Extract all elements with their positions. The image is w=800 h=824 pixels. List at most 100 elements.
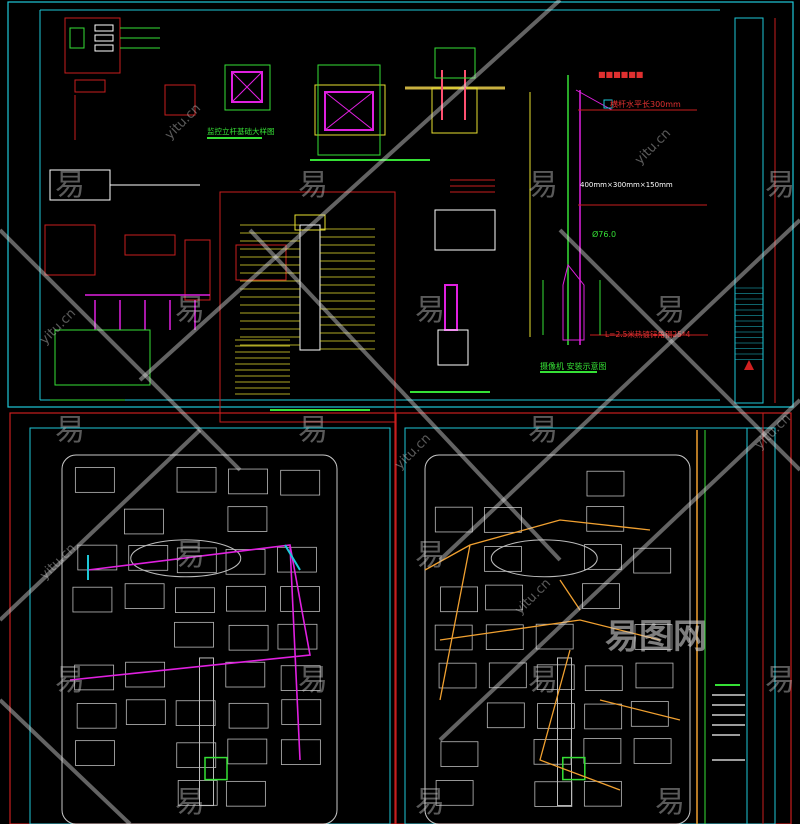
building-block [440,741,479,767]
watermark-glyph: 易 [175,785,205,820]
building-block [630,701,669,727]
building-block [176,742,217,768]
building-block [280,665,321,691]
building-block [124,508,164,535]
building-block [281,699,322,725]
title-block [734,17,764,404]
central-axis [199,657,214,807]
site-boundary [424,454,691,824]
foundation-details [207,47,505,161]
building-block [633,738,672,764]
cable-route-right [424,519,681,791]
plaza [562,756,586,781]
watermark-glyph: 易 [55,413,85,448]
bottom-sheets [9,412,792,824]
building-block [124,583,165,609]
building-block [438,662,477,689]
building-block [537,703,575,729]
lake [130,539,242,578]
title-block-rows [735,287,763,360]
building-block [74,664,115,691]
building-block [583,738,622,764]
building-block [276,546,317,573]
watermark-glyph: 易 [528,168,558,203]
building-block [485,624,524,650]
building-block [72,586,113,613]
site-plan-right [424,454,691,824]
building-block [582,583,620,609]
pole-wiring-detail [219,191,396,423]
plaza [204,756,228,781]
company-logo-icon [744,360,754,370]
building-block [584,703,623,730]
watermark-glyph: 易 [175,293,205,328]
building-block [486,702,525,729]
watermark-glyph: 易 [528,413,558,448]
system-schematic [44,17,211,401]
building-block [128,545,169,571]
building-block [635,662,674,689]
building-block [225,661,266,688]
site-plan-right-border [395,412,792,824]
watermark-glyph: 易 [415,785,445,820]
ground-rod-label: L=2.5米热镀锌角钢25*4 [605,329,691,339]
building-block [586,470,625,497]
watermark-glyph: 易 [528,663,558,698]
camera-install-title: 摄像机 安装示意图 [540,361,607,371]
building-block [227,506,268,532]
watermark-glyph: 易 [298,663,328,698]
central-axis [557,657,572,807]
building-block [75,740,115,766]
building-block [434,624,473,651]
building-block [586,506,625,532]
building-block [74,467,115,493]
watermark-glyph: 易 [298,168,328,203]
watermark-site: yitu.cn [37,306,79,348]
cable-route-left [69,544,311,761]
building-block [227,738,268,765]
building-block [277,623,318,650]
box-detail [410,179,496,393]
watermark-glyph: 易 [655,785,685,820]
building-block [633,547,672,574]
watermark-site: yitu.cn [392,431,434,473]
site-plan-left-border [9,412,396,824]
building-block [435,780,474,806]
watermark-glyph: 易 [765,168,795,203]
box-size-label: 400mm×300mm×150mm [580,181,673,189]
watermark-glyph: 易 [655,293,685,328]
building-block [485,584,524,611]
building-block [176,547,217,574]
building-block [175,700,216,726]
watermark-glyph: 易 [55,168,85,203]
top-sheet-border [7,1,794,408]
watermark-site: yitu.cn [512,576,554,618]
building-block [175,587,215,613]
site-plan-left [61,454,338,824]
lake [490,539,598,578]
building-block [280,469,321,496]
building-block [584,665,623,692]
watermark-glyph: 易 [415,538,445,573]
building-block [77,544,118,571]
building-block [484,546,522,572]
building-block [534,781,573,807]
building-block [434,506,473,533]
watermark-site: yitu.cn [752,411,794,453]
building-block [536,664,575,691]
watermark-glyph: 易 [415,293,445,328]
building-block [226,585,266,612]
watermark-glyph: 易 [175,538,205,573]
camera-pole-detail [529,75,708,373]
building-block [177,780,218,806]
watermark-site: yitu.cn [632,126,674,168]
top-sheet: ■■■■■■ 横杆水平长300mm 400mm×300mm×150mm Ø76.… [7,1,794,423]
building-block [584,544,622,570]
building-block [228,468,268,495]
building-block [174,621,214,648]
lightning-rod-label: ■■■■■■ [598,70,643,79]
watermark-glyph: 易 [298,413,328,448]
watermark-site: yitu.cn [162,101,204,143]
